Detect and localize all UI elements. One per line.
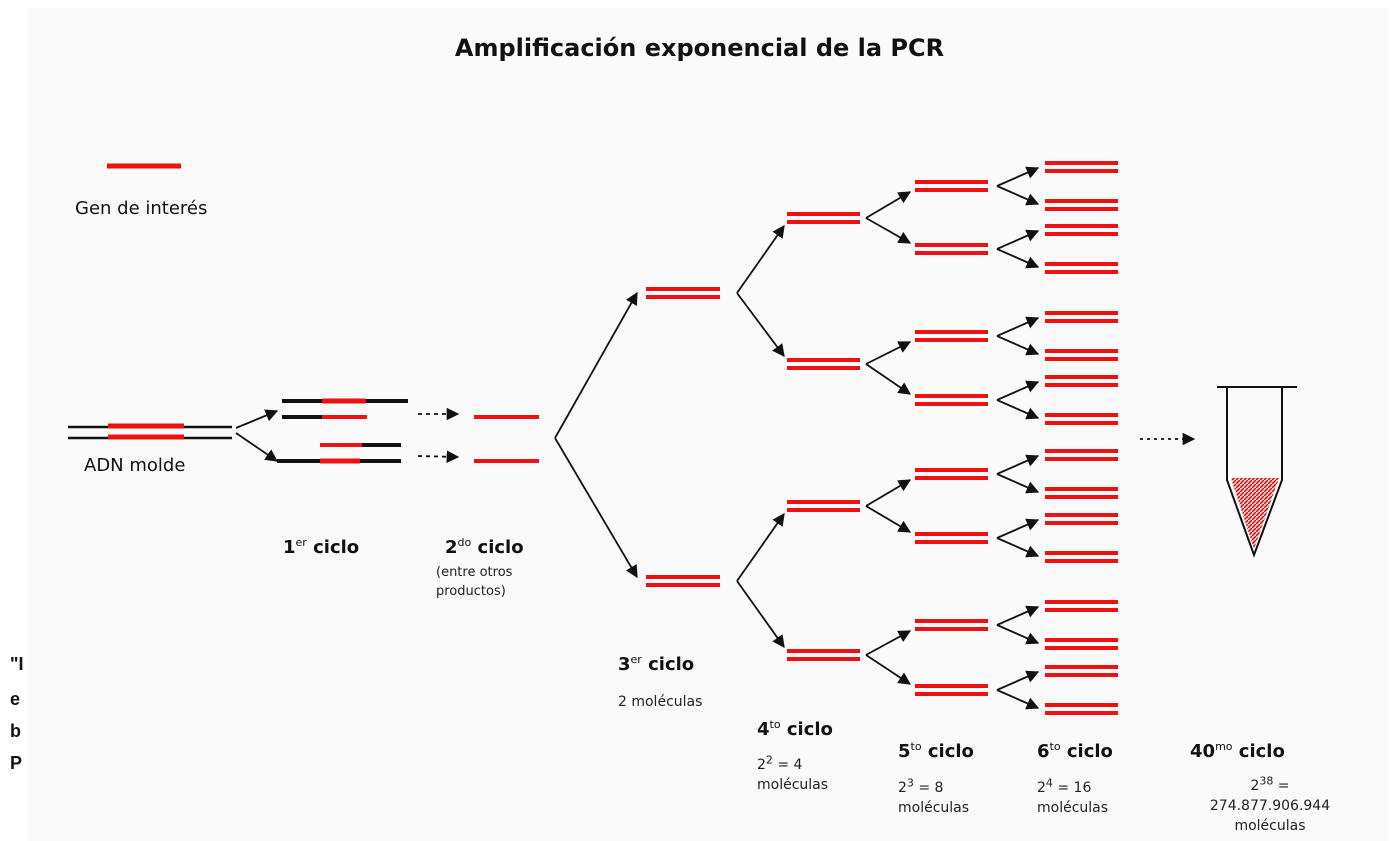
cycle-6-arrow-8 [996,399,1040,420]
cycle-6-label: 6to ciclo [1037,740,1113,762]
cycle-1-arrow-down [235,432,279,462]
cycle-5-count: 23 = 8 moléculas [898,776,970,816]
figure-panel [27,8,1389,841]
cycle-40-label: 40mo ciclo [1190,740,1285,762]
cycle-4-arrow-1 [736,224,785,294]
template-dna-label: ADN molde [84,455,186,476]
cycle-6-arrow-6 [996,335,1040,356]
cycle-4-arrow-4 [736,580,785,649]
cycle-5-arrow-2 [865,217,912,244]
cycle-4-arrow-3 [736,512,785,582]
cycle-5-arrow-4 [865,363,912,395]
cycle-6-arrow-3 [996,229,1040,250]
cycle-6-arrow-12 [996,537,1040,558]
cycle-6-arrow-16 [996,689,1040,710]
cycle-5-arrow-5 [865,479,912,507]
cycle-6-arrow-11 [996,518,1040,539]
cycle-4-arrow-2 [736,292,785,358]
cycle-5-arrow-3 [865,341,912,365]
cycle-4-label: 4to ciclo [757,718,833,740]
side-text-fragment-1: "I [10,654,24,674]
cycle-3-label: 3er ciclo [618,653,695,675]
cycle-6-arrow-1 [996,166,1040,187]
cycle-6-arrow-9 [996,454,1040,475]
cycle-6-arrow-7 [996,380,1040,401]
cycle-6-arrow-14 [996,624,1040,645]
page-title: Amplificación exponencial de la PCR [454,34,945,62]
cycle-5-arrow-6 [865,505,912,533]
side-text-fragment-3: b [10,721,21,741]
cycle-5-label: 5to ciclo [898,740,974,762]
cycle-5-arrow-1 [865,191,912,219]
cycle-1-arrow-up [235,409,279,429]
side-text-fragment-4: P [10,753,23,773]
cycle-3-arrow-up [554,291,638,439]
cycle-6-arrow-2 [996,185,1040,206]
cycle-1-label: 1er ciclo [283,536,360,558]
cycle-6-arrow-13 [996,605,1040,626]
cycle-6-arrow-10 [996,473,1040,494]
cycle-2-arrow-down [417,450,460,464]
cycle-2-label: 2do ciclo [445,536,524,558]
tube-liquid [1231,478,1279,549]
cycle-6-arrow-4 [996,248,1040,269]
cycle-4-count: 22 = 4 moléculas [757,753,829,793]
cycle-40-count: 238 = 274.877.906.944 moléculas [1209,776,1331,834]
tube-outline [1226,387,1283,558]
cycle-5-arrow-7 [865,630,912,656]
side-text-fragment-2: e [10,689,21,709]
cycle-6-count: 24 = 16 moléculas [1037,776,1109,816]
cycle-3-arrow-down [554,437,638,579]
legend-gene-label: Gen de interés [75,198,208,219]
cycle-6-arrow-15 [996,670,1040,691]
cycle-3-count: 2 moléculas [618,694,703,710]
cycle-6-arrow-5 [996,316,1040,337]
cycle-5-arrow-8 [865,654,912,685]
